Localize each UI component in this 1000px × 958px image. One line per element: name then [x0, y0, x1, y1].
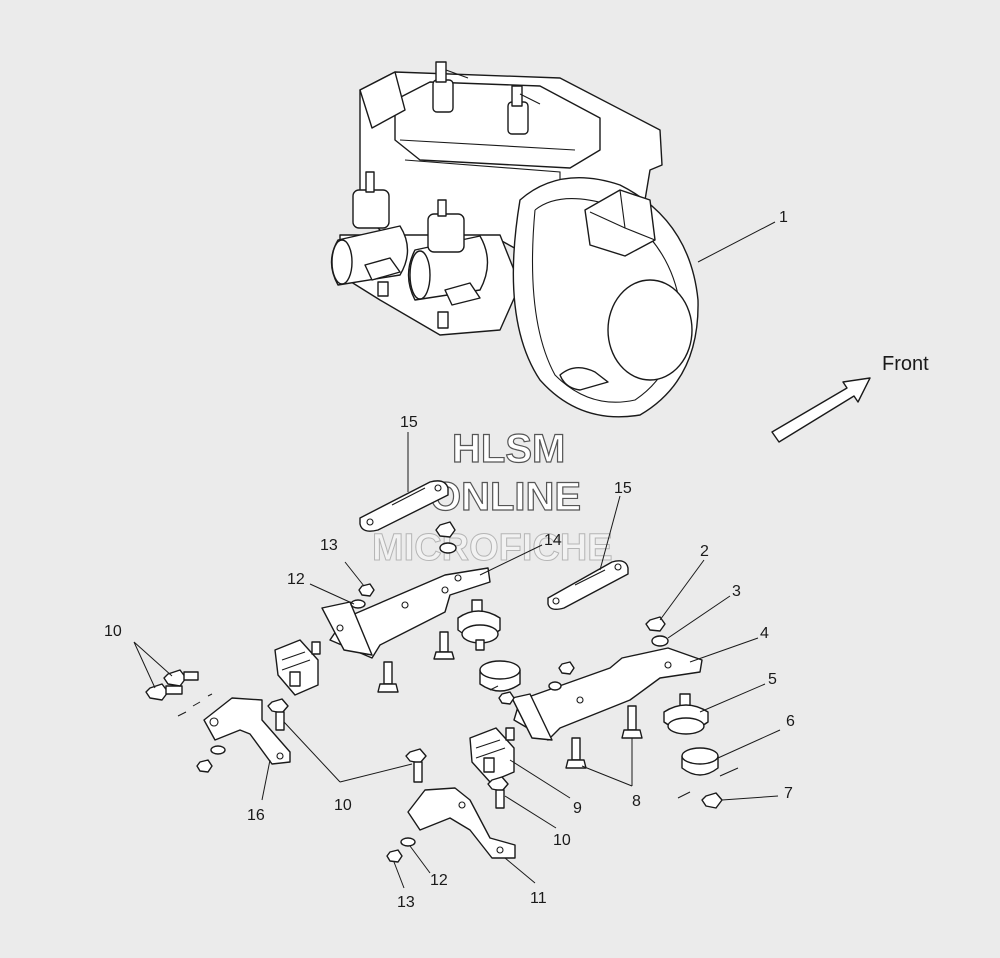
watermark-line-1: HLSM — [452, 427, 565, 471]
nut-13-lower — [386, 849, 403, 863]
nut-right-bracket-2 — [498, 691, 515, 705]
callout-8: 8 — [632, 793, 641, 810]
bolt-left-bracket — [383, 661, 393, 685]
rubber-cushion-left — [479, 660, 521, 692]
bolt-10-left-a — [145, 683, 183, 701]
watermark: HLSM ONLINE MICROFICHE — [372, 426, 614, 569]
callout-13-upper: 13 — [320, 537, 338, 554]
callout-11: 11 — [530, 890, 547, 907]
engine-mount-bracket-right — [511, 647, 703, 741]
washer-left-lower — [210, 745, 226, 755]
slotted-plate-left — [359, 480, 449, 532]
bolt-8b — [627, 705, 637, 731]
callout-1: 1 — [779, 209, 788, 226]
bolt-10-left-mount — [267, 698, 289, 731]
bolt-left-bracket-2 — [439, 631, 449, 653]
callout-15-right: 15 — [614, 480, 632, 497]
nut-13-upper — [358, 583, 375, 597]
watermark-line-3: MICROFICHE — [372, 527, 613, 569]
nut-top-left — [435, 521, 456, 538]
nut-right-bracket — [558, 661, 575, 675]
frame-bracket-16 — [203, 697, 291, 765]
front-direction-arrow: Front — [771, 353, 929, 443]
rubber-cushion-6 — [681, 747, 719, 776]
nut-2 — [645, 616, 666, 632]
callout-7: 7 — [784, 785, 793, 802]
callout-4: 4 — [760, 625, 769, 642]
callout-numbers: 1 2 3 4 5 6 7 8 9 10 10 10 11 12 12 13 1… — [104, 209, 795, 911]
callout-12-lower: 12 — [430, 872, 448, 889]
callout-15-left: 15 — [400, 414, 418, 431]
washer-right-bracket — [548, 681, 562, 691]
bolt-10-center-b — [487, 776, 509, 809]
callout-3: 3 — [732, 583, 741, 600]
bolt-8a — [571, 737, 581, 761]
rubber-mount-left-lower — [274, 639, 321, 696]
callout-5: 5 — [768, 671, 777, 688]
nut-left-lower — [196, 759, 213, 773]
bolt-10-center-a — [405, 748, 427, 783]
leader-lines — [133, 221, 781, 889]
callout-10-center: 10 — [334, 797, 352, 814]
callout-12-upper: 12 — [287, 571, 305, 588]
callout-14: 14 — [544, 532, 562, 549]
callout-2: 2 — [700, 543, 709, 560]
callout-10-right: 10 — [553, 832, 571, 849]
engine-assembly — [330, 61, 699, 418]
rubber-mount-left — [457, 599, 501, 651]
callout-13-lower: 13 — [397, 894, 415, 911]
callout-6: 6 — [786, 713, 795, 730]
nut-7 — [701, 792, 723, 809]
frame-bracket-11 — [407, 787, 516, 859]
washer-3 — [651, 635, 669, 647]
alignment-dashes — [177, 685, 739, 799]
rubber-mount-5 — [663, 693, 709, 735]
callout-9: 9 — [573, 800, 582, 817]
washer-12-lower — [400, 837, 416, 847]
callout-10-left: 10 — [104, 623, 122, 640]
slotted-plate-right — [547, 560, 629, 611]
bolt-10-left-b — [163, 669, 199, 687]
callout-16: 16 — [247, 807, 265, 824]
watermark-line-2: ONLINE — [430, 475, 581, 519]
front-label: Front — [882, 353, 929, 375]
rubber-mount-9 — [469, 727, 515, 783]
washer-12-upper — [350, 599, 366, 609]
washer-top-left — [439, 542, 457, 554]
engine-mount-bracket-left — [321, 567, 491, 659]
